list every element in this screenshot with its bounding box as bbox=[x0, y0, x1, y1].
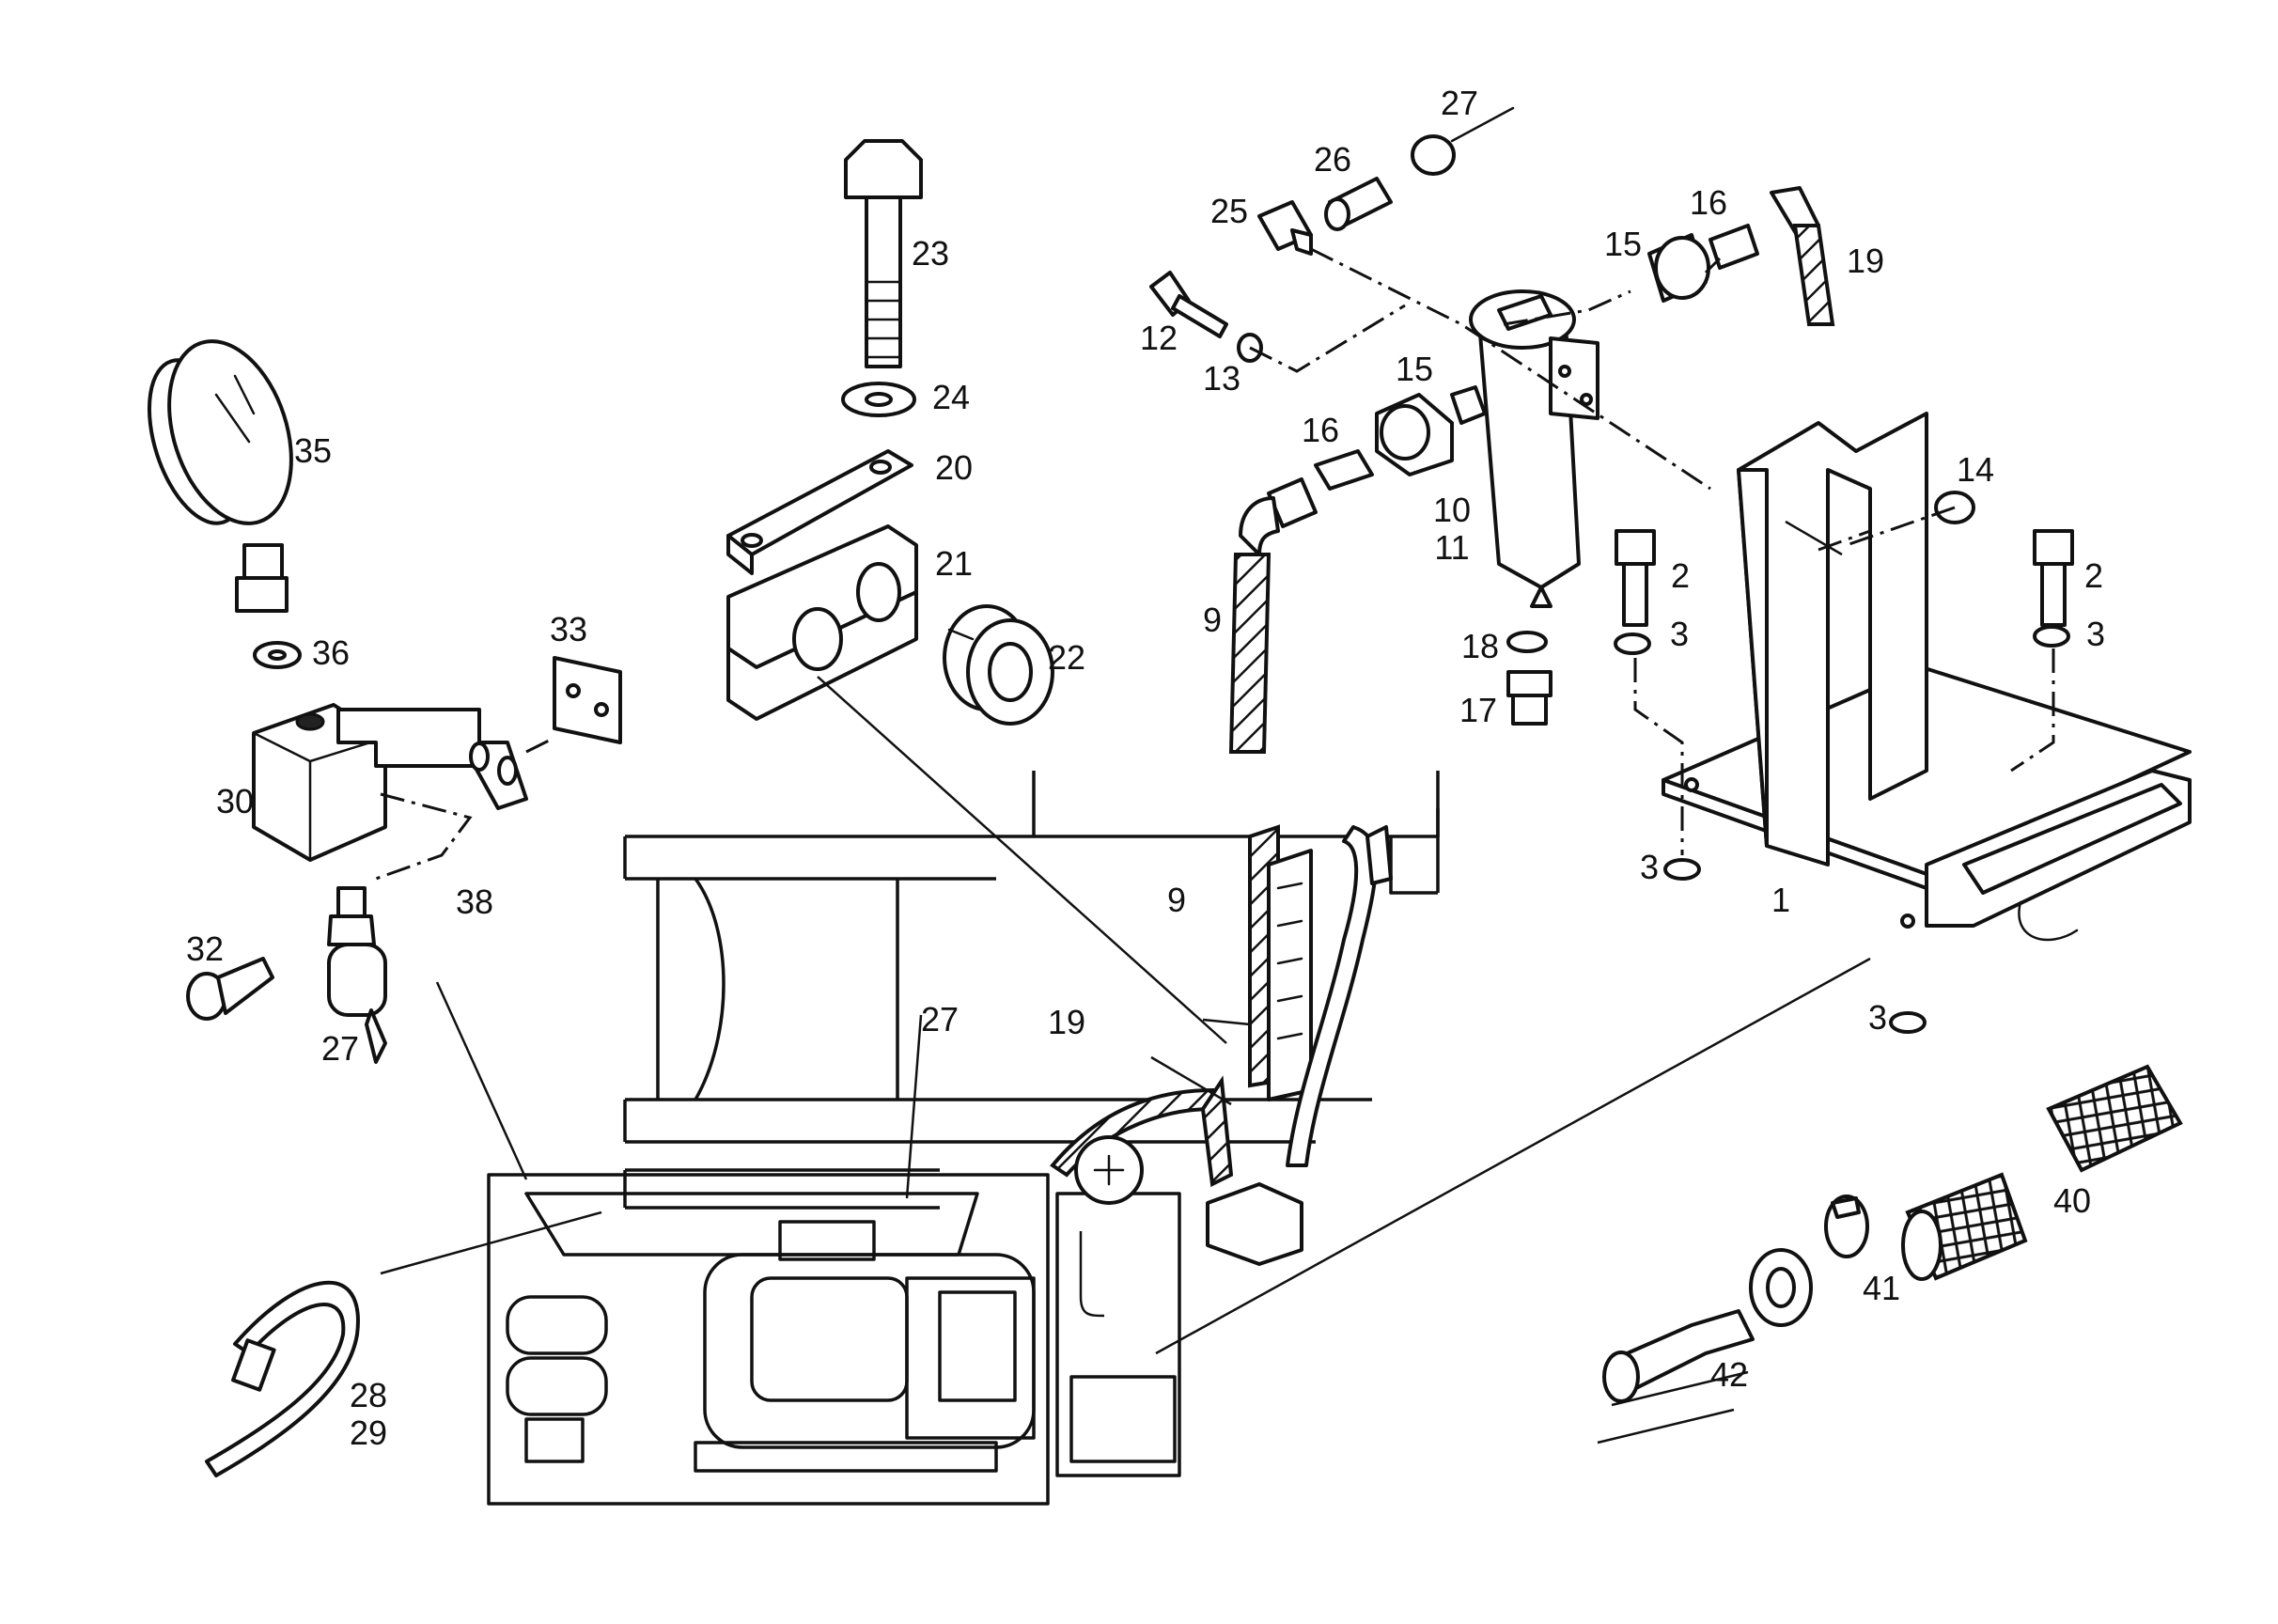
callout-22: 22 bbox=[1048, 638, 1085, 677]
callout-36: 36 bbox=[312, 633, 350, 672]
plate-33 bbox=[553, 656, 622, 744]
nut-27-top bbox=[1411, 106, 1515, 176]
callout-13: 13 bbox=[1203, 359, 1240, 398]
callout-1: 1 bbox=[1771, 881, 1790, 919]
callout-12: 12 bbox=[1140, 319, 1178, 357]
callout-9: 9 bbox=[1203, 601, 1222, 639]
callout-11: 11 bbox=[1434, 528, 1469, 567]
callout-28: 28 bbox=[350, 1376, 387, 1414]
callout-16: 16 bbox=[1690, 183, 1727, 222]
plate-20 bbox=[726, 449, 913, 575]
callout-26: 26 bbox=[1314, 140, 1351, 179]
screw-32 bbox=[186, 957, 274, 1021]
callout-15: 15 bbox=[1396, 350, 1433, 388]
machine-frame bbox=[487, 771, 1440, 1506]
fitting-26 bbox=[1324, 177, 1393, 231]
callout-33: 33 bbox=[550, 610, 587, 648]
callout-14: 14 bbox=[1957, 450, 1994, 489]
callout-27: 27 bbox=[1441, 84, 1478, 122]
callout-35: 35 bbox=[294, 431, 332, 470]
callout-2: 2 bbox=[2084, 556, 2103, 595]
grommet-22 bbox=[943, 604, 1054, 726]
washer-36 bbox=[253, 641, 302, 669]
adapter-15-right bbox=[1647, 233, 1710, 303]
fitting-25 bbox=[1257, 200, 1313, 256]
callout-41: 41 bbox=[1863, 1269, 1900, 1307]
callout-20: 20 bbox=[935, 448, 973, 487]
callout-10: 10 bbox=[1433, 491, 1471, 529]
callout-2: 2 bbox=[1671, 556, 1690, 595]
stand-1 bbox=[1662, 412, 2192, 942]
nipple-42 bbox=[1602, 1309, 1755, 1403]
washer-18 bbox=[1506, 631, 1548, 653]
callout-3: 3 bbox=[2086, 615, 2105, 653]
callout-3: 3 bbox=[1670, 615, 1689, 653]
callout-30: 30 bbox=[216, 782, 254, 820]
callout-40: 40 bbox=[2053, 1181, 2091, 1220]
callout-19: 19 bbox=[1048, 1003, 1085, 1041]
callout-21: 21 bbox=[935, 544, 973, 583]
cable-tie bbox=[205, 1280, 360, 1477]
callout-16: 16 bbox=[1302, 411, 1339, 449]
bolt-12 bbox=[1149, 271, 1228, 338]
callout-27: 27 bbox=[921, 1000, 959, 1038]
valve-assembly bbox=[1050, 824, 1393, 1266]
clamp-block-21 bbox=[726, 524, 918, 721]
drain-17 bbox=[1506, 670, 1552, 726]
callout-25: 25 bbox=[1210, 192, 1248, 230]
callout-38: 38 bbox=[456, 882, 493, 921]
callout-27: 27 bbox=[321, 1029, 359, 1068]
callout-42: 42 bbox=[1710, 1355, 1748, 1394]
elbow-19-right bbox=[1770, 186, 1835, 326]
hose-40 bbox=[1901, 1064, 2183, 1281]
callout-15: 15 bbox=[1604, 225, 1642, 263]
callout-23: 23 bbox=[912, 234, 949, 273]
assembly-lines bbox=[375, 247, 2055, 881]
callout-3: 3 bbox=[1868, 998, 1887, 1037]
washer-3-bottom bbox=[1889, 1011, 1927, 1034]
hose-9 bbox=[1228, 477, 1318, 754]
callout-19: 19 bbox=[1847, 242, 1884, 280]
nut-42 bbox=[1749, 1248, 1813, 1327]
callout-17: 17 bbox=[1459, 691, 1497, 729]
pressure-gauge bbox=[147, 339, 293, 613]
leader-lines bbox=[380, 520, 1871, 1444]
callout-9: 9 bbox=[1167, 881, 1186, 919]
adapter-15-left bbox=[1375, 385, 1487, 476]
washer-24 bbox=[841, 382, 916, 417]
washer-3-mid bbox=[1663, 858, 1701, 881]
callouts: 1 2 2 3 3 3 3 9 9 10 11 12 13 14 15 15 1… bbox=[186, 84, 2105, 1452]
washer-3-left bbox=[1614, 632, 1651, 655]
bolt-2-left bbox=[1615, 529, 1656, 627]
clamp-41 bbox=[1824, 1195, 1869, 1258]
bolt-23 bbox=[844, 139, 923, 368]
filter-10-11 bbox=[1469, 289, 1599, 608]
nipple-16-left bbox=[1314, 449, 1374, 491]
callout-32: 32 bbox=[186, 929, 224, 968]
nipple-16-right bbox=[1708, 224, 1759, 270]
bolt-2-right bbox=[2033, 529, 2074, 627]
callout-24: 24 bbox=[932, 378, 970, 416]
callout-18: 18 bbox=[1461, 627, 1499, 665]
callout-29: 29 bbox=[350, 1413, 387, 1452]
bracket bbox=[336, 708, 528, 810]
callout-3: 3 bbox=[1640, 848, 1659, 886]
sensor-38 bbox=[327, 886, 387, 1064]
washer-3-right bbox=[2033, 625, 2070, 648]
